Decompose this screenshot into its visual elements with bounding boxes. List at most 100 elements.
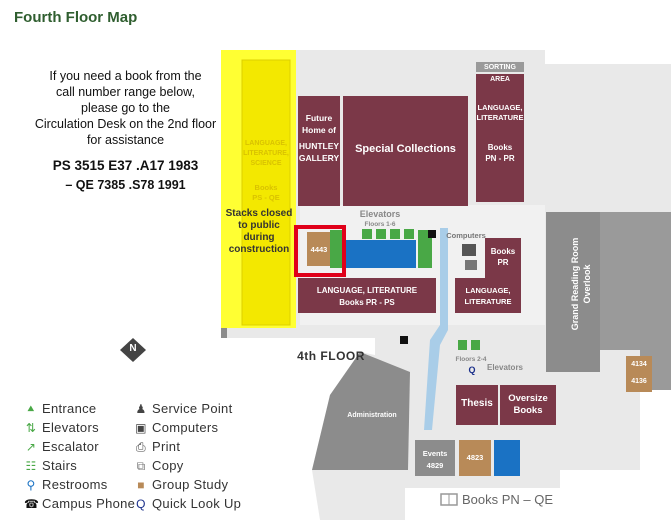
huntley-line4: GALLERY [298,153,340,163]
room-4443-box [307,232,331,266]
legend-item: ⚲Restrooms [24,477,108,492]
legend-item: ♟Service Point [134,401,233,416]
special-collections-label: Special Collections [355,143,456,155]
room-4134-4136-box [626,356,652,392]
north-arrow-icon [120,338,146,362]
closed-stacks-line3: SCIENCE [250,160,282,167]
huntley-line2: Home of [302,125,336,135]
restrooms-bottom [494,440,520,476]
notice-line-1: If you need a book from the [49,69,202,83]
huntley-gallery-room [298,96,340,206]
closed-stacks-notice2: to public [238,220,280,231]
administration-label: Administration [347,412,397,419]
elevator-icon-3 [390,229,400,239]
ne-language-literature-room [476,74,524,202]
lang-lit-bottom-room [298,278,436,313]
legend-item: Q Quick Look Up [134,496,241,511]
quick-look-up-icon: Q [136,497,146,511]
sorting-area-label: SORTING AREA [484,64,516,83]
elevators-bottom-label: Elevators [486,363,524,372]
closed-stacks-notice4: construction [228,244,290,255]
books-pr-room [485,238,521,278]
legend-label: Print [152,439,181,454]
legend-item: ☷ Stairs [24,458,77,473]
sorting-area-strip [476,62,524,72]
grand-reading-room [546,212,600,372]
escalator-icon: ↗ [25,440,37,454]
grand-reading-line1: Grand Reading Room [570,237,580,331]
notice-line-3: please go to the [81,101,170,115]
elevators-top-label: Elevators [359,209,401,219]
campus-phone-icon: ☎ [24,497,40,511]
group-study-icon: ■ [137,478,145,492]
legend-label: Computers [152,420,219,435]
legend-label: Copy [152,458,184,473]
call-number-start: PS 3515 E37 .A17 1983 [52,158,199,173]
quick-look-up-marker: Q [468,365,476,375]
legend-item: ⧉ Copy [134,458,184,474]
room-4823-box [459,440,491,476]
stairs-left [330,230,342,268]
administration-room [312,352,410,470]
legend-item: ▣ Computers [134,420,218,435]
oversize-line2: Books [513,405,543,416]
legend-label: Campus Phone [42,496,136,511]
ne-block-books1: Books [487,143,513,152]
ne-block-books2: PN - PR [485,154,515,163]
special-collections-room [343,96,468,206]
entrance-icon: ⯅ [26,402,36,416]
events-room [415,440,455,476]
closed-stacks-line2: LITERATURE, [243,150,289,157]
notice-line-5: for assistance [86,133,165,147]
copy-icon [465,260,477,270]
oversize-room [500,385,556,425]
closed-stacks-notice3: during [243,232,275,243]
legend-label: Escalator [42,439,99,454]
events-line1: Events [422,449,448,458]
legend-label: Elevators [42,420,99,435]
room-4443-label: 4443 [310,245,328,254]
elevator-bottom-icon-1 [458,340,467,350]
east-wall [600,212,671,390]
elevators-top-sub: Floors 1-6 [364,221,396,228]
closed-stacks-line1: LANGUAGE, [245,140,287,147]
legend-label: Quick Look Up [152,496,242,511]
elevator-icon-2 [376,229,386,239]
computers-icon: ▣ [135,421,147,435]
room-4134-label: 4134 [631,361,647,368]
notice-line-2: call number range below, [56,85,195,99]
elevator-icon-1 [362,229,372,239]
copy-icon: ⧉ [136,459,146,473]
legend-label: Restrooms [42,477,108,492]
events-line2: 4829 [426,461,444,470]
closed-stacks-shelf [241,59,291,326]
legend-label: Group Study [152,477,229,492]
computers-icon [462,244,476,256]
closed-stacks-notice1: Stacks closed [225,208,293,219]
legend-label: Service Point [152,401,233,416]
legend-item: ☎Campus Phone [24,496,135,511]
legend-item: ⯅ Entrance [24,401,96,417]
room-4136-label: 4136 [631,378,647,385]
legend-label: Stairs [42,458,78,473]
oversize-line1: Oversize [508,393,548,404]
restrooms-block [346,240,416,268]
books-pn-qe-label: Books PN – QE [462,492,554,507]
ne-block-line2: LITERATURE [476,113,524,122]
stairs-icon: ☷ [25,459,37,473]
elevator-bottom-icon-2 [471,340,480,350]
books-pr-line2: PR [497,258,509,267]
lang-lit-right-line2: LITERATURE [464,297,512,306]
room-4823-label: 4823 [466,453,484,462]
campus-phone-icon-2 [400,336,408,344]
print-icon: ⎙ [136,440,146,454]
elevator-icon-4 [404,229,414,239]
legend-item: ⎙ Print [134,439,180,455]
page-title: Fourth Floor Map [14,9,138,26]
huntley-line3: HUNTLEY [298,141,340,151]
computers-label: Computers [446,231,486,240]
huntley-line1: Future [305,113,333,123]
lang-lit-bottom-line1: LANGUAGE, LITERATURE [316,286,418,295]
legend-label: Entrance [42,401,97,416]
